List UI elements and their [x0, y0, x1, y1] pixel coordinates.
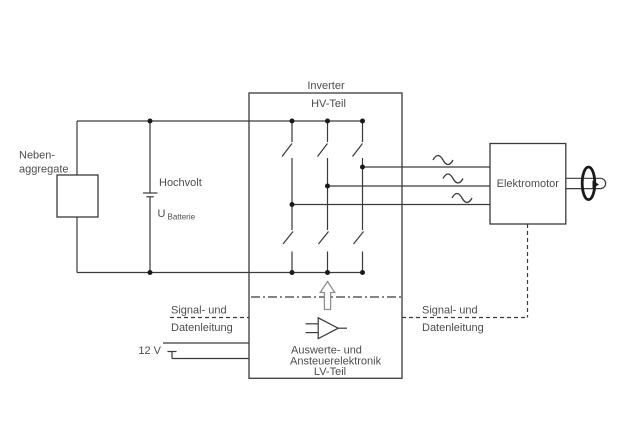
upper-switch-blade — [281, 143, 293, 157]
rotation-arrow-icon — [580, 165, 599, 201]
phase-lines — [292, 166, 490, 206]
junction-dot — [325, 118, 330, 124]
junction-dots — [147, 118, 365, 275]
ac-wave-icon — [451, 192, 473, 204]
lv-section-label: LV-Teil — [314, 366, 346, 378]
hv-battery-label: Hochvolt — [159, 177, 202, 189]
ac-wave-icon — [432, 154, 454, 166]
control-arrow-icon — [318, 280, 337, 311]
lower-switch-blade — [318, 231, 329, 245]
junction-dot — [360, 164, 365, 170]
junction-dot — [289, 202, 295, 207]
hv-voltage-subscript: Batterie — [168, 213, 196, 222]
aux-units-label-line1: Neben- — [19, 150, 55, 162]
aux-units-label-line2: aggregate — [19, 164, 69, 176]
motor-box — [489, 142, 567, 225]
motor-label: Elektromotor — [497, 178, 560, 190]
rotation-arrowhead — [592, 180, 599, 189]
hv-section-label: HV-Teil — [311, 98, 346, 110]
shaft-end-cap — [600, 177, 607, 190]
inverter-title: Inverter — [307, 80, 345, 92]
hv-battery-symbol — [143, 121, 158, 273]
inverter-box — [248, 92, 403, 379]
hv-voltage-symbol: U — [158, 208, 166, 220]
junction-dot — [360, 118, 365, 124]
electronics-label-line2: Ansteuerelektronik — [290, 356, 382, 368]
ac-wave-icon — [442, 173, 464, 184]
signal-right-label-line2: Datenleitung — [422, 322, 484, 334]
opamp-triangle — [317, 316, 340, 340]
lv-battery-symbol — [163, 342, 249, 360]
opamp-icon — [305, 316, 347, 340]
dc-bus-wires — [76, 120, 363, 274]
inverter-branch-1 — [281, 121, 294, 273]
lv-supply-label: 12 V — [138, 345, 161, 357]
signal-left-label-line1: Signal- und — [171, 305, 227, 317]
aux-units-box — [56, 174, 99, 218]
junction-dot — [360, 270, 365, 275]
junction-dot — [147, 270, 153, 275]
lower-switch-blade — [353, 231, 364, 245]
upper-switch-blade — [352, 143, 363, 157]
junction-dot — [147, 118, 153, 124]
junction-dot — [289, 118, 295, 124]
junction-dot — [325, 183, 330, 189]
signal-right-label-line1: Signal- und — [422, 305, 478, 317]
inverter-branch-3 — [352, 121, 364, 273]
upper-switch-blade — [317, 143, 328, 157]
electronics-label-line1: Auswerte- und — [291, 345, 362, 357]
inverter-branch-2 — [317, 121, 329, 273]
ac-wave-icons — [432, 154, 473, 204]
signal-left-label-line2: Datenleitung — [171, 322, 233, 334]
motor-shaft — [566, 177, 607, 190]
junction-dot — [289, 270, 295, 275]
junction-dot — [325, 270, 330, 275]
lower-switch-blade — [282, 231, 294, 245]
